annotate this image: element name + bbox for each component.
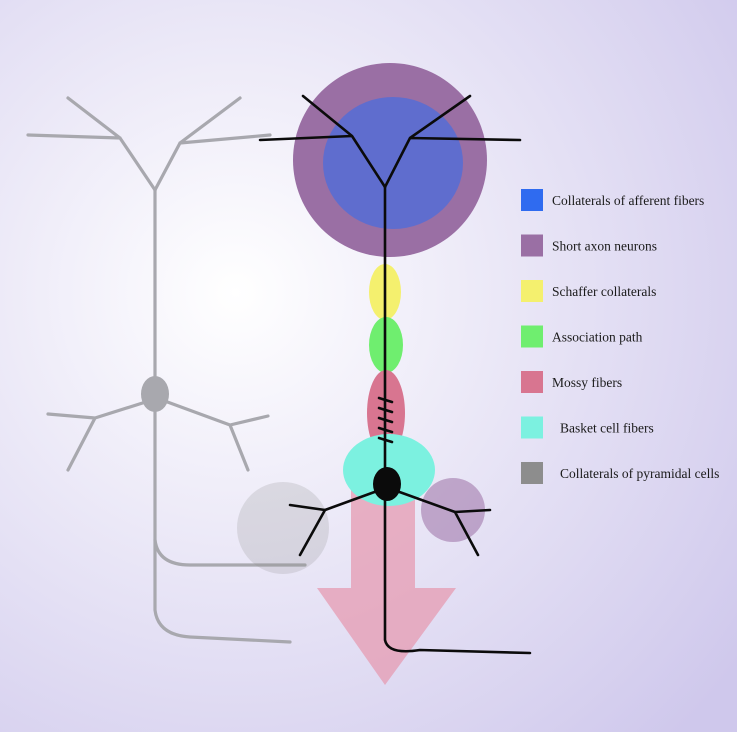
legend-swatch: [521, 234, 543, 257]
legend-label: Basket cell fibers: [560, 421, 654, 436]
output-arrow: [317, 490, 456, 685]
legend-item: Basket cell fibers: [521, 416, 654, 439]
apical-tuft-right: [383, 94, 522, 189]
legend-label: Collaterals of pyramidal cells: [560, 466, 719, 481]
legend-item: Collaterals of afferent fibers: [521, 189, 704, 211]
legend-swatch: [521, 462, 543, 484]
faded-basal-dendrite-right: [160, 398, 270, 472]
legend-label: Association path: [552, 330, 643, 345]
mossy-synapse-spines: [377, 396, 394, 444]
afferent-fibers-region: [323, 97, 463, 229]
legend-swatch: [521, 189, 543, 211]
legend-label: Schaffer collaterals: [552, 284, 656, 299]
legend-swatch: [521, 280, 543, 302]
legend-swatch: [521, 325, 543, 348]
legend-label: Mossy fibers: [552, 375, 622, 390]
pyramidal-collateral-region-left: [237, 482, 329, 574]
basal-dendrite-right: [392, 488, 492, 557]
active-pyramidal-neuron: [258, 94, 532, 655]
faded-pyramidal-neuron: [26, 96, 307, 644]
apical-tuft-left: [258, 94, 387, 189]
axon: [383, 496, 532, 655]
faded-basal-dendrite-left: [46, 398, 154, 472]
legend-swatch: [521, 371, 543, 393]
legend-label: Collaterals of afferent fibers: [552, 193, 704, 208]
faded-dendrite-branch-left: [26, 96, 157, 192]
faded-axon: [153, 538, 292, 644]
legend-item: Short axon neurons: [521, 234, 657, 257]
soma: [373, 467, 401, 501]
legend-swatch: [521, 416, 543, 439]
legend-item: Mossy fibers: [521, 371, 622, 393]
legend-item: Association path: [521, 325, 643, 348]
faded-soma: [141, 376, 169, 412]
faded-dendrite-branch-right: [153, 96, 272, 192]
basal-dendrite-left: [288, 488, 382, 557]
legend-label: Short axon neurons: [552, 239, 657, 254]
legend-item: Schaffer collaterals: [521, 280, 656, 302]
legend-item: Collaterals of pyramidal cells: [521, 462, 719, 484]
